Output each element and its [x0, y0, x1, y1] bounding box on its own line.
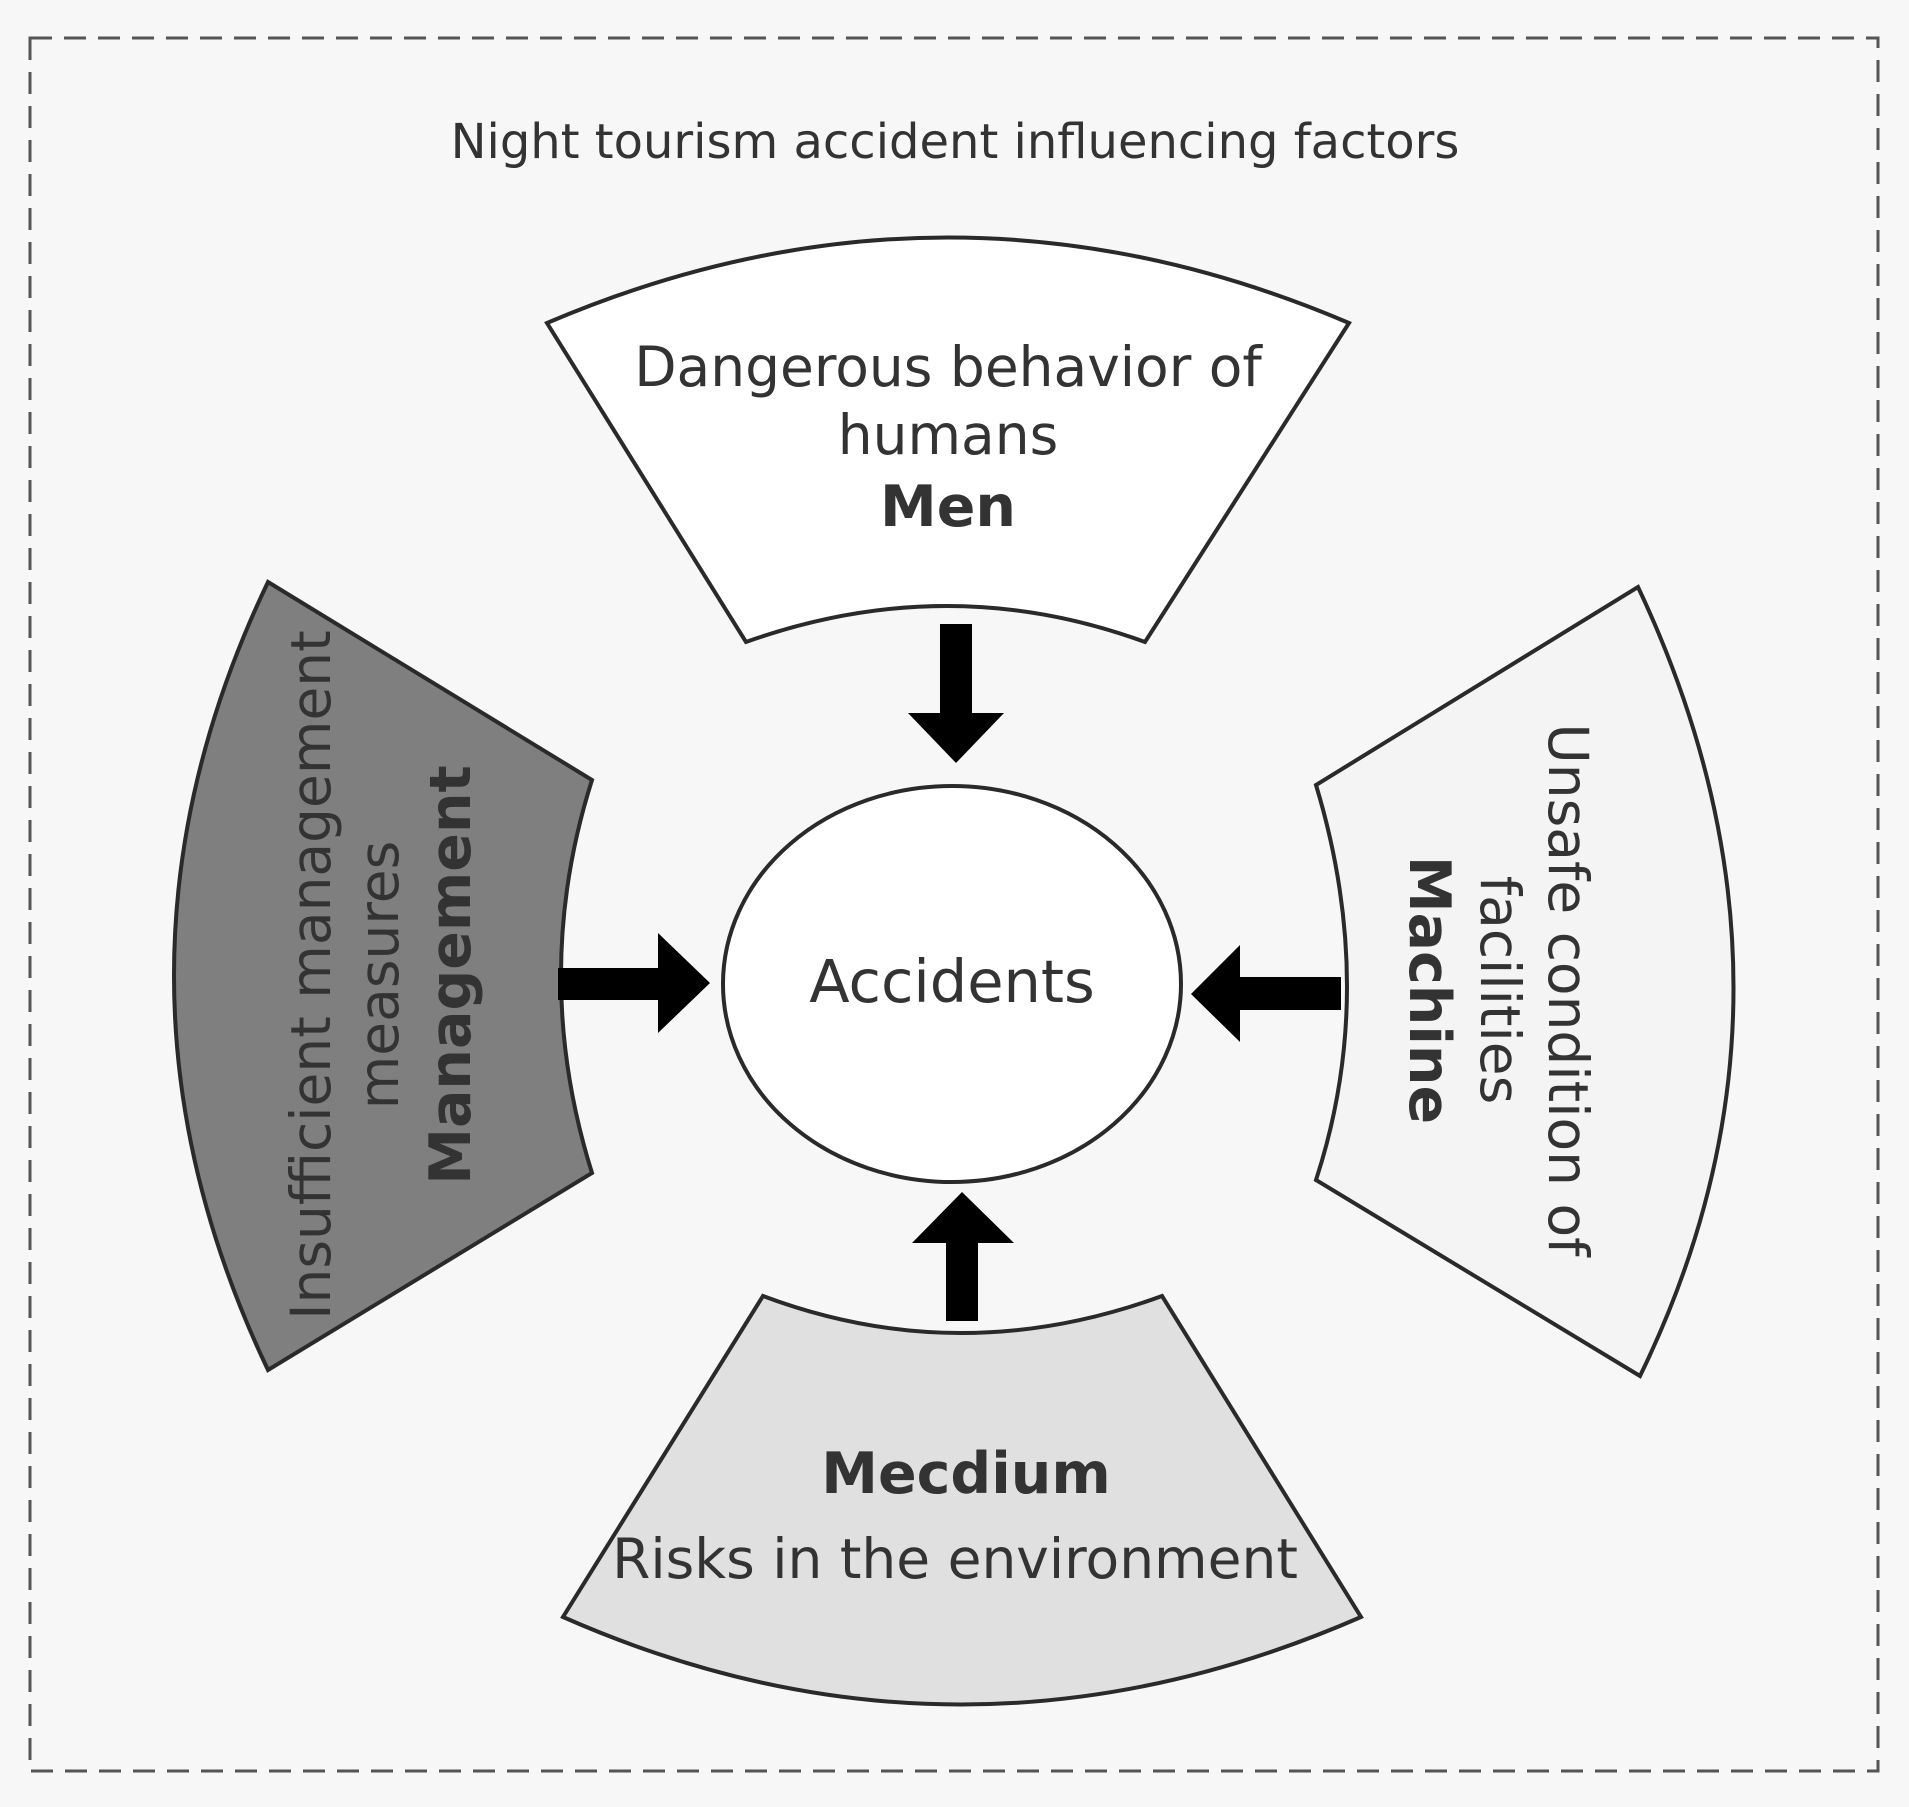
segment-medium: Mecdium Risks in the environment	[560, 1293, 1364, 1707]
diagram-frame	[28, 36, 1880, 1773]
arrow-right-icon	[558, 933, 710, 1033]
men-description-line1: Dangerous behavior of	[634, 335, 1263, 399]
men-key-label: Men	[880, 474, 1016, 540]
segment-management: Insufficient management measures Managem…	[172, 579, 595, 1373]
arrow-up-icon	[912, 1192, 1014, 1321]
management-key-label: Management	[418, 765, 484, 1185]
machine-description-line1: Unsafe condition of	[1536, 724, 1600, 1259]
machine-description-line2: facilities	[1468, 876, 1532, 1105]
machine-key-label: Machine	[1396, 856, 1462, 1124]
management-description-line2: measures	[347, 841, 411, 1110]
machine-text-group: Unsafe condition of facilities Machine	[1396, 724, 1600, 1259]
segment-machine: Unsafe condition of facilities Machine	[1313, 584, 1736, 1379]
segment-machine-shape	[1313, 584, 1736, 1379]
segment-medium-shape	[560, 1293, 1364, 1707]
segment-men: Dangerous behavior of humans Men	[544, 235, 1352, 645]
management-text-group: Insufficient management measures Managem…	[279, 630, 484, 1319]
management-description-line1: Insufficient management	[279, 630, 343, 1319]
arrow-left-icon	[1191, 945, 1341, 1042]
medium-description: Risks in the environment	[612, 1527, 1298, 1591]
segment-men-shape	[544, 235, 1352, 645]
segment-management-shape	[172, 579, 595, 1373]
center-accidents-ellipse	[721, 784, 1183, 1184]
diagram-title: Night tourism accident influencing facto…	[451, 114, 1460, 170]
medium-key-label: Mecdium	[821, 1441, 1110, 1507]
arrow-down-icon	[908, 624, 1004, 763]
men-description-line2: humans	[838, 403, 1059, 467]
center-accidents-label: Accidents	[809, 947, 1095, 1016]
